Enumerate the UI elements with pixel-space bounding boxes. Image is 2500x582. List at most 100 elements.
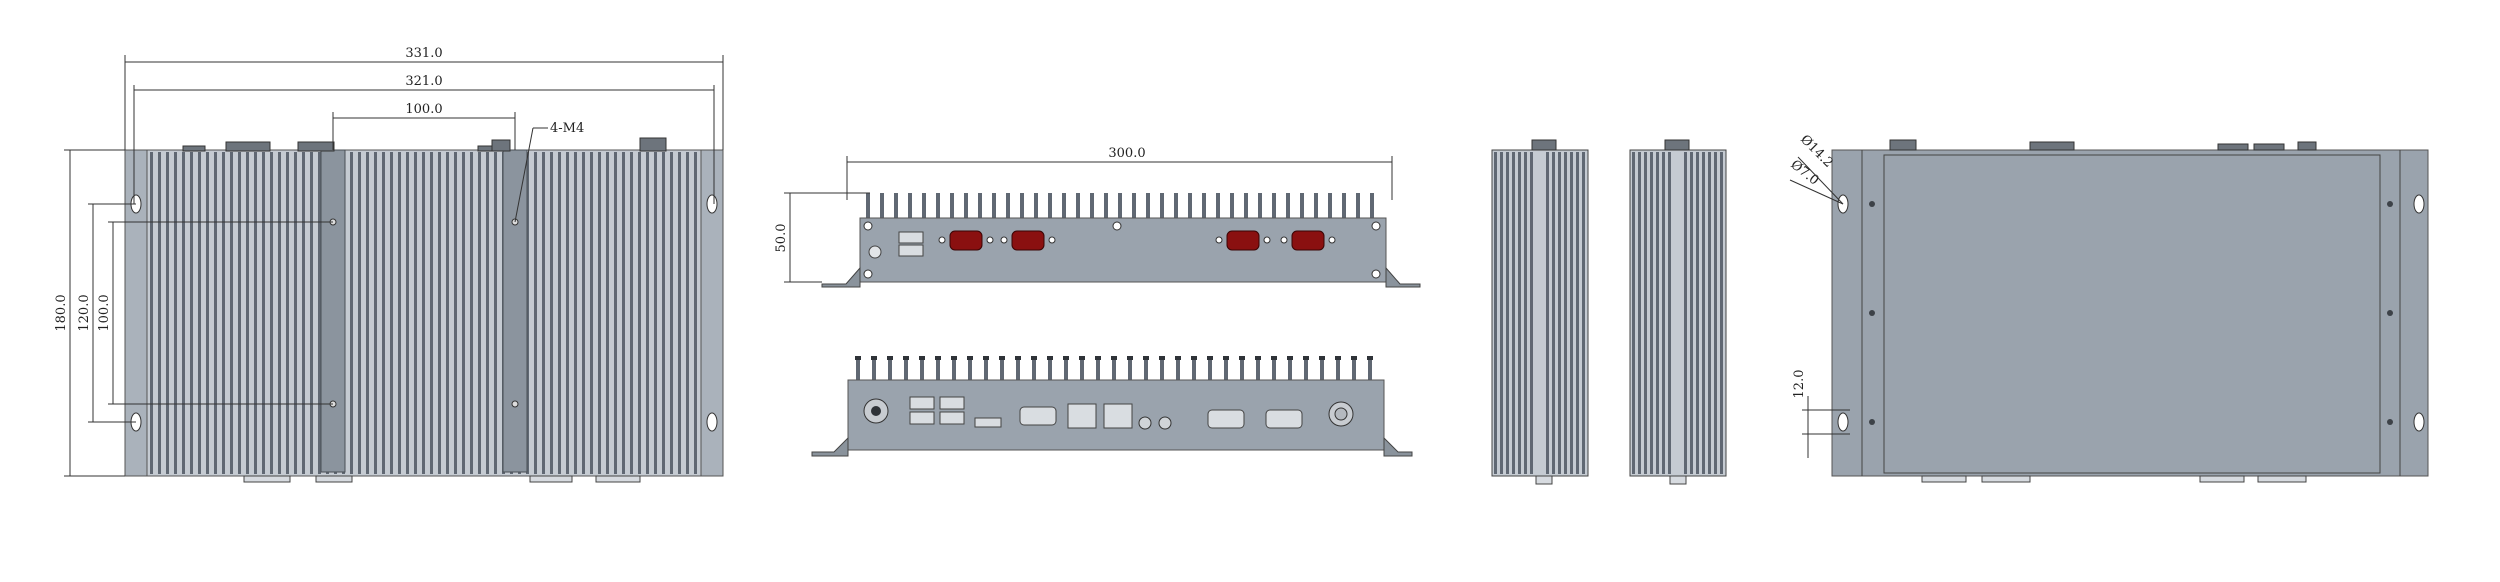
side-view-left [1491, 139, 1589, 485]
front-serial-ports [949, 230, 1325, 251]
fin-tip [1223, 356, 1229, 360]
fin-tip [1207, 356, 1213, 360]
fin-tip [1063, 356, 1069, 360]
heatsink-fin [318, 152, 321, 474]
heatsink-fin [1192, 358, 1196, 381]
dim-front-height: 50.0 [774, 224, 789, 253]
heatsink-fin [1342, 193, 1346, 219]
heatsink-fin [470, 152, 473, 474]
heatsink-fin [872, 358, 876, 381]
heatsink-fin [1494, 152, 1497, 474]
heatsink-fin [1062, 193, 1066, 219]
fin-tip [1367, 356, 1373, 360]
heatsink-fin [270, 152, 273, 474]
top-bracket-right [502, 149, 528, 473]
heatsink-fin [654, 152, 657, 474]
heatsink-fin [190, 152, 193, 474]
heatsink-fin [920, 358, 924, 381]
heatsink-fin [558, 152, 561, 474]
usb-port [939, 396, 965, 410]
heatsink-fin [992, 193, 996, 219]
heatsink-fin [1128, 358, 1132, 381]
dim-hole-pitch-outer: 120.0 [77, 294, 92, 331]
fin-tip [1015, 356, 1021, 360]
heatsink-fin [1090, 193, 1094, 219]
front-left-foot [821, 266, 861, 288]
bottom-bottom-connectors [1921, 475, 2307, 483]
usb-port [909, 411, 935, 425]
heatsink-fin [1690, 152, 1693, 474]
hdmi-port [974, 417, 1002, 428]
com-port [1265, 409, 1303, 429]
heatsink-fin [1638, 152, 1641, 474]
bottom-edge-connectors [243, 475, 641, 483]
side-view-right [1629, 139, 1727, 485]
heatsink-fin [1272, 358, 1276, 381]
heatsink-fin [1132, 193, 1136, 219]
heatsink-fin [1144, 358, 1148, 381]
bottom-screws [1869, 201, 2393, 425]
rear-view-fins [855, 356, 1373, 381]
heatsink-fin [1020, 193, 1024, 219]
front-view: 300.0 50.0 [774, 146, 1421, 288]
dim-hole-pitch-inner: 100.0 [97, 294, 112, 331]
dim-slot-offset: 12.0 [1792, 370, 1807, 399]
top-right-flange [700, 149, 724, 477]
heatsink-fin [374, 152, 377, 474]
heatsink-fin [222, 152, 225, 474]
heatsink-fin [494, 152, 497, 474]
heatsink-fin [614, 152, 617, 474]
fin-tip [855, 356, 861, 360]
heatsink-fin [1546, 152, 1549, 474]
heatsink-fin [350, 152, 353, 474]
heatsink-fin [1656, 152, 1659, 474]
heatsink-fin [230, 152, 233, 474]
heatsink-fin [310, 152, 313, 474]
top-bracket-left [320, 149, 346, 473]
heatsink-fin [1506, 152, 1509, 474]
dim-front-width: 300.0 [1108, 146, 1145, 161]
m4-hole [511, 400, 519, 408]
heatsink-fin [238, 152, 241, 474]
heatsink-fin [1034, 193, 1038, 219]
heatsink-fin [1300, 193, 1304, 219]
heatsink-fin [1064, 358, 1068, 381]
heatsink-fin [694, 152, 697, 474]
fin-tip [1143, 356, 1149, 360]
heatsink-fin [1112, 358, 1116, 381]
heatsink-fin [964, 193, 968, 219]
fin-tip [983, 356, 989, 360]
heatsink-fin [1576, 152, 1579, 474]
heatsink-fin [286, 152, 289, 474]
heatsink-fin [158, 152, 161, 474]
dim-mount-span: 321.0 [405, 74, 442, 89]
heatsink-fin [390, 152, 393, 474]
heatsink-fin [622, 152, 625, 474]
heatsink-fin [246, 152, 249, 474]
bottom-top-connectors [1889, 139, 2317, 151]
heatsink-fin [1160, 193, 1164, 219]
usb-port [909, 396, 935, 410]
heatsink-fin [606, 152, 609, 474]
fin-tip [1191, 356, 1197, 360]
lan-port [1067, 403, 1097, 429]
rear-left-foot [811, 436, 849, 457]
fin-tip [903, 356, 909, 360]
heatsink-fin [1558, 152, 1561, 474]
heatsink-fin [638, 152, 641, 474]
heatsink-fin [1006, 193, 1010, 219]
heatsink-fin [1370, 193, 1374, 219]
heatsink-fin [1702, 152, 1705, 474]
heatsink-fin [366, 152, 369, 474]
heatsink-fin [856, 358, 860, 381]
heatsink-fin [1668, 152, 1671, 474]
heatsink-fin [952, 358, 956, 381]
heatsink-fin [598, 152, 601, 474]
heatsink-fin [880, 193, 884, 219]
heatsink-fin [1644, 152, 1647, 474]
heatsink-fin [1304, 358, 1308, 381]
heatsink-fin [574, 152, 577, 474]
top-left-flange [124, 149, 148, 477]
heatsink-fin [1328, 193, 1332, 219]
